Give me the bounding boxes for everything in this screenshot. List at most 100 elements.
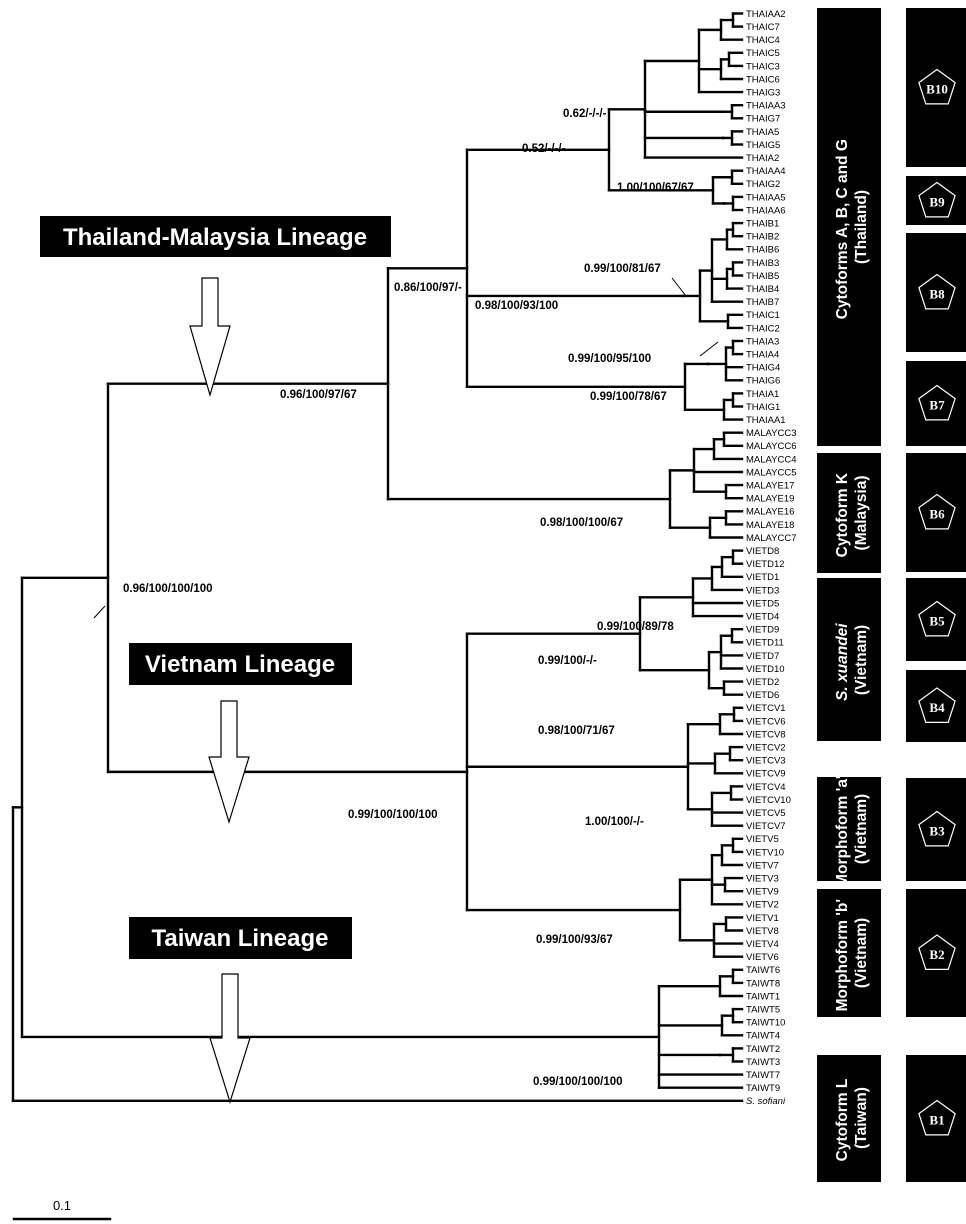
lineage-label-box (40, 216, 391, 257)
leaf-label: VIETD2 (746, 677, 779, 688)
group-label: Morphoform 'b' (Vietnam) (834, 895, 870, 1012)
leaf-label: MALAYCC3 (746, 428, 797, 439)
leaf-label: THAIG2 (746, 179, 780, 190)
leaf-label: VIETV3 (746, 874, 779, 885)
leaf-label: S. sofiani (746, 1096, 786, 1107)
group-label: S. xuandei (Vietnam) (834, 619, 870, 701)
down-arrow-icon (189, 277, 231, 398)
leaf-label: THAIG5 (746, 140, 780, 151)
scale-bar: 0.1 (12, 1198, 112, 1221)
leaf-label: THAIA2 (746, 153, 779, 164)
haplotype-group-b3: B3 (906, 778, 966, 881)
pentagon-icon (918, 493, 956, 530)
leaf-label: THAIG1 (746, 402, 780, 413)
leaf-label: VIETV4 (746, 939, 779, 950)
lineage-label-box (129, 643, 352, 685)
haplotype-label: B2 (929, 947, 944, 962)
support-value: 0.99/100/95/100 (568, 353, 651, 365)
pentagon-icon (918, 687, 956, 724)
group-morphoform-a: Morphoform 'a' (Vietnam) (817, 771, 881, 887)
leaf-label: VIETD1 (746, 572, 779, 583)
group-box (817, 889, 881, 1017)
leaf-label: THAIB1 (746, 219, 779, 230)
leaf-label: THAIB3 (746, 258, 779, 269)
pointer-lines (93, 277, 719, 619)
leaf-label: THAIB2 (746, 232, 779, 243)
group-label: Morphoform 'a' (Vietnam) (834, 771, 870, 887)
leaf-label: MALAYCC4 (746, 454, 797, 465)
leaf-label: TAIWT7 (746, 1070, 780, 1081)
leaf-label: THAIAA1 (746, 415, 786, 426)
leaf-label: VIETD8 (746, 546, 779, 557)
haplotype-group-b8: B8 (906, 233, 966, 352)
leaf-label: VIETCV2 (746, 743, 786, 754)
leaf-label: THAIAA4 (746, 166, 786, 177)
pentagon-icon (918, 384, 956, 421)
group-label: Cytoform L (Taiwan) (834, 1075, 870, 1162)
haplotype-label: B10 (926, 82, 948, 97)
leaf-label: TAIWT5 (746, 1005, 780, 1016)
haplotype-group-b5: B5 (906, 578, 966, 661)
support-value: 0.86/100/97/- (394, 282, 462, 294)
haplotype-label: B1 (929, 1113, 944, 1128)
leaf-label: THAIC1 (746, 310, 780, 321)
leaf-label: TAIWT10 (746, 1018, 785, 1029)
haplotype-label: B4 (929, 700, 945, 715)
leaf-label: TAIWT3 (746, 1057, 780, 1068)
support-value: 0.98/100/100/67 (540, 517, 623, 529)
group-s-xuandei: S. xuandei (Vietnam) (817, 578, 881, 741)
leaf-label: MALAYE16 (746, 507, 794, 518)
haplotype-label: B8 (929, 287, 945, 302)
leaf-labels: THAIAA2THAIC7THAIC4THAIC5THAIC3THAIC6THA… (746, 9, 797, 1107)
haplotype-group-b1: B1 (906, 1055, 966, 1182)
support-value: 0.99/100/-/- (538, 655, 597, 667)
haplotype-label: B5 (929, 614, 945, 629)
support-value: 0.96/100/97/67 (280, 389, 357, 401)
group-box (817, 453, 881, 573)
leaf-label: THAIB5 (746, 271, 779, 282)
support-value: 0.99/100/89/78 (597, 621, 674, 633)
lineage-label: Vietnam Lineage (145, 651, 335, 678)
leaf-label: VIETV5 (746, 834, 779, 845)
leaf-label: VIETD11 (746, 638, 784, 649)
haplotype-group-b4: B4 (906, 670, 966, 742)
leaf-label: THAIAA6 (746, 205, 786, 216)
lineage-label-box (129, 917, 352, 959)
lineage-thailand-malaysia: Thailand-Malaysia Lineage (40, 216, 391, 398)
support-value: 0.62/-/-/- (563, 108, 607, 120)
leaf-label: TAIWT6 (746, 965, 780, 976)
leaf-label: THAIG6 (746, 376, 780, 387)
group-box (817, 8, 881, 446)
leaf-label: THAIC6 (746, 74, 780, 85)
leaf-label: THAIA5 (746, 127, 779, 138)
leaf-label: VIETCV1 (746, 703, 786, 714)
leaf-label: TAIWT8 (746, 978, 780, 989)
group-cytoform-k: Cytoform K (Malaysia) (817, 453, 881, 573)
leaf-label: THAIA4 (746, 350, 779, 361)
leaf-label: THAIG4 (746, 363, 780, 374)
leaf-label: VIETD10 (746, 664, 785, 675)
leaf-label: VIETD7 (746, 651, 779, 662)
lineage-label: Taiwan Lineage (152, 925, 329, 952)
leaf-label: MALAYE18 (746, 520, 794, 531)
support-value: 0.52/-/-/- (522, 143, 566, 155)
pentagon-icon (918, 810, 956, 847)
support-value: 1.00/100/-/- (585, 816, 644, 828)
leaf-label: THAIG7 (746, 114, 780, 125)
leaf-label: TAIWT1 (746, 991, 780, 1002)
haplotype-label: B6 (929, 507, 945, 522)
leaf-label: VIETV10 (746, 847, 784, 858)
leaf-label: THAIC2 (746, 323, 780, 334)
leaf-label: VIETCV9 (746, 769, 786, 780)
leaf-label: THAIC7 (746, 22, 780, 33)
lineage-taiwan: Taiwan Lineage (129, 917, 352, 1105)
group-cytoform-l: Cytoform L (Taiwan) (817, 1055, 881, 1182)
leaf-label: VIETD6 (746, 690, 779, 701)
leaf-label: VIETD4 (746, 612, 779, 623)
leaf-label: THAIB6 (746, 245, 779, 256)
leaf-label: VIETD12 (746, 559, 785, 570)
lineage-vietnam: Vietnam Lineage (129, 643, 352, 825)
leaf-label: VIETV1 (746, 913, 779, 924)
